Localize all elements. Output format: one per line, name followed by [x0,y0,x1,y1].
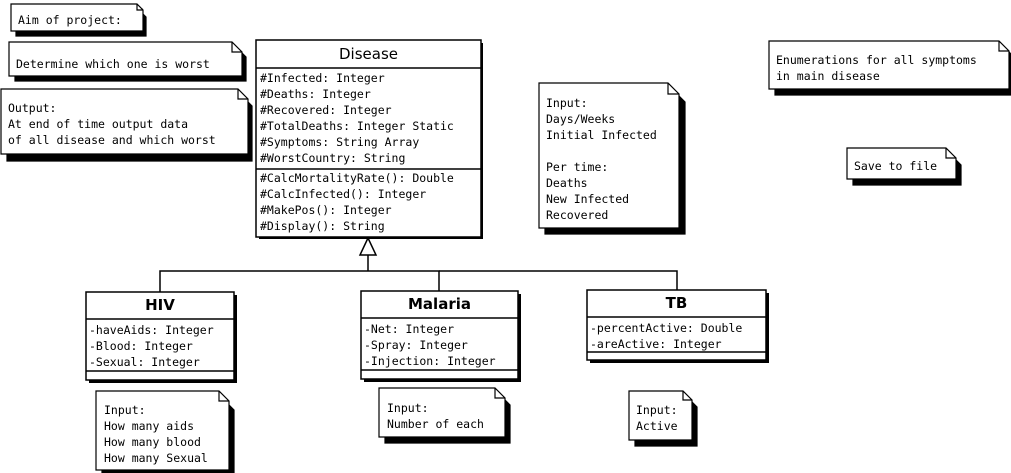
inheritance-arrowhead [358,236,378,256]
note-input-malaria-line: Number of each [387,417,484,431]
note-input-hiv-line: How many blood [104,435,201,449]
disease-attribute: #Recovered: Integer [260,103,392,117]
hiv-attribute: -haveAids: Integer [89,323,214,337]
class-name-malaria: Malaria [408,295,471,313]
note-input-tb-shape [628,390,693,441]
class-name-disease: Disease [339,45,398,63]
note-output-line: At end of time output data [8,117,189,131]
note-input-malaria-line: Input: [387,401,429,415]
tb-attribute: -areActive: Integer [590,337,722,351]
tb-attribute: -percentActive: Double [590,321,743,335]
note-enumerations-line: in main disease [776,69,880,83]
note-input-line: Per time: [546,160,609,174]
note-input-line: Recovered [546,208,609,222]
disease-method: #CalcInfected(): Integer [260,187,427,201]
note-input-line: Input: [546,96,588,110]
class-name-tb: TB [665,294,688,312]
hiv-class-box [85,291,235,381]
tb-class: TB -percentActive: Double -areActive: In… [587,290,766,360]
note-aim-shape-fg [10,3,144,32]
malaria-attribute: -Spray: Integer [364,338,468,352]
hiv-attribute: -Blood: Integer [89,339,193,353]
disease-attribute: #Deaths: Integer [260,87,371,101]
class-name-hiv: HIV [145,296,175,314]
malaria-class-box [360,290,519,380]
note-input-hiv-shape [95,390,230,471]
malaria-attribute: -Injection: Integer [364,354,496,368]
note-output-line: of all disease and which worst [8,133,216,147]
note-aim-text: Aim of project: [18,13,122,27]
tb-class-box [586,289,767,361]
note-input-hiv-line: How many Sexual [104,451,208,465]
disease-method: #CalcMortalityRate(): Double [260,171,454,185]
note-enumerations-shape [768,40,1010,90]
disease-attribute: #Symptoms: String Array [260,135,420,149]
disease-attribute: #Infected: Integer [260,71,385,85]
note-save-shape [846,147,957,180]
disease-class-box [255,39,482,238]
inheritance-connectors [159,236,678,292]
note-determine-shape [8,41,243,77]
disease-class: Disease #Infected: Integer #Deaths: Inte… [256,40,481,237]
hiv-attribute: -Sexual: Integer [89,355,200,369]
note-input-tb-line: Input: [636,403,678,417]
hiv-class: HIV -haveAids: Integer -Blood: Integer -… [86,292,234,380]
disease-attribute: #TotalDeaths: Integer Static [260,119,454,133]
note-input-line: Initial Infected [546,128,657,142]
note-input-main-shape [538,82,680,229]
note-input-hiv-line: How many aids [104,419,195,433]
note-input-line: New Infected [546,192,630,206]
note-output-line: Output: [8,101,57,115]
disease-attribute: #WorstCountry: String [260,151,406,165]
note-input-line: Days/Weeks [546,112,616,126]
malaria-class: Malaria -Net: Integer -Spray: Integer -I… [361,291,518,379]
note-save-text: Save to file [854,159,938,173]
disease-method: #MakePos(): Integer [260,203,392,217]
note-input-hiv-line: Input: [104,403,146,417]
malaria-attribute: -Net: Integer [364,322,455,336]
note-enumerations-line: Enumerations for all symptoms [776,53,977,67]
note-output-shape [0,88,249,155]
note-input-tb-line: Active [636,419,678,433]
note-determine-text: Determine which one is worst [16,57,210,71]
disease-method: #Display(): String [260,219,385,233]
note-input-line: Deaths [546,176,588,190]
note-input-malaria-shape [378,387,506,438]
